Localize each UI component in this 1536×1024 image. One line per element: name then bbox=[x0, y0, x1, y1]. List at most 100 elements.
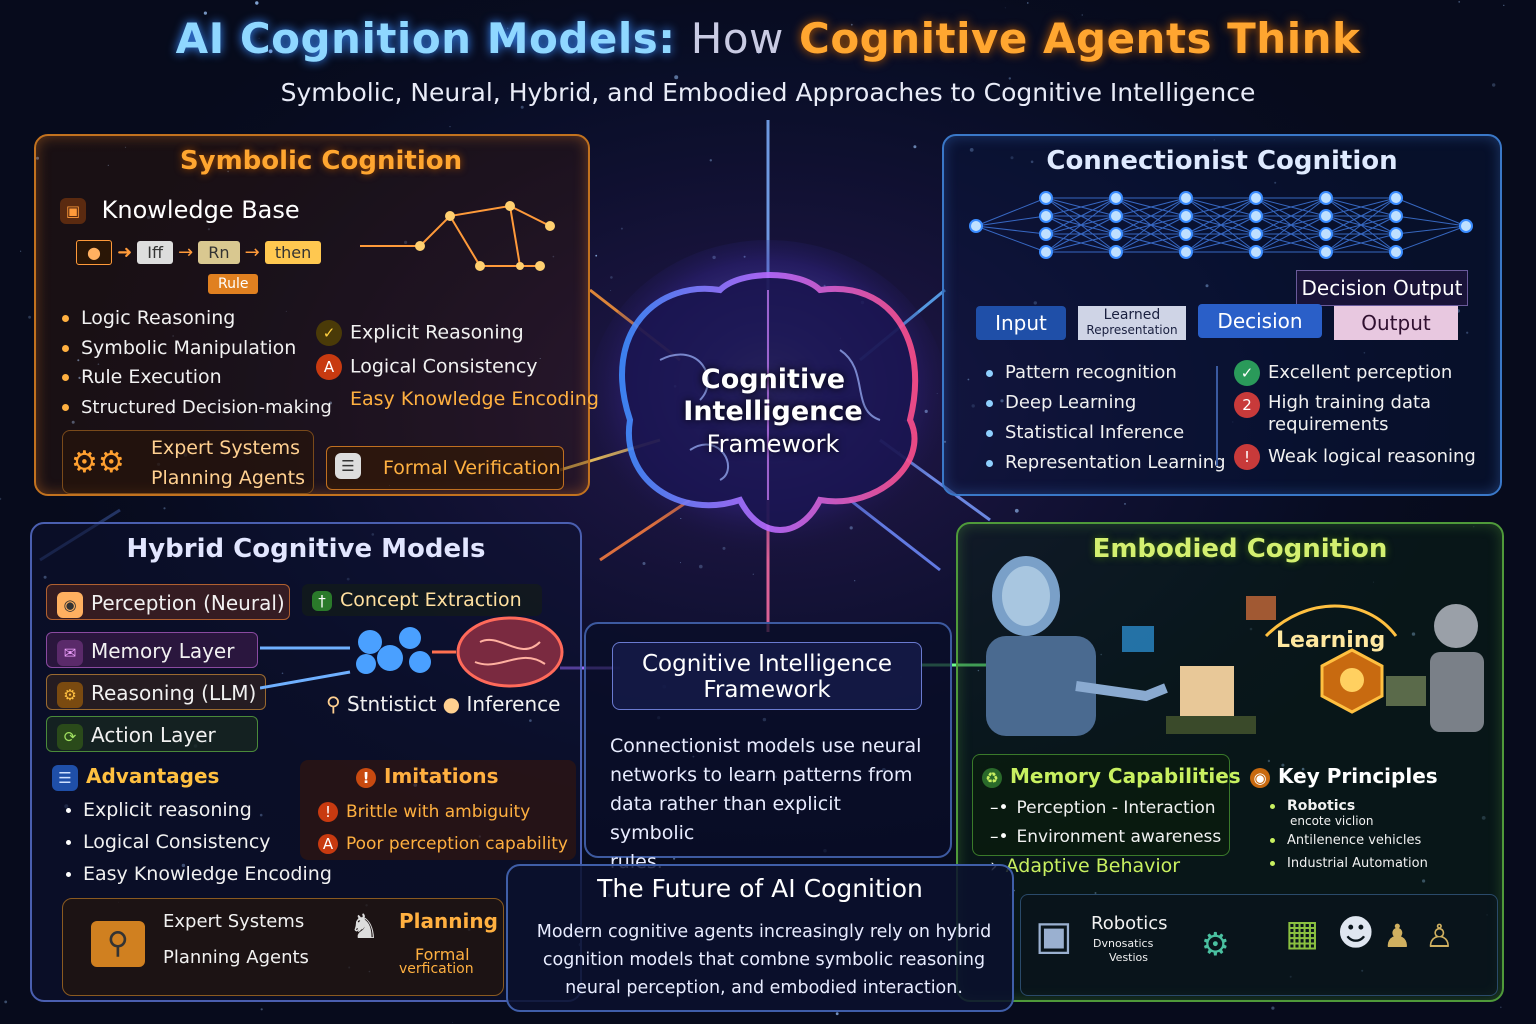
nn-node bbox=[1319, 245, 1333, 259]
list-item: Adaptive Behavior bbox=[1005, 855, 1181, 877]
concept-extraction: †Concept Extraction bbox=[302, 584, 542, 616]
star-dot bbox=[967, 378, 970, 381]
nn-edge bbox=[1185, 233, 1257, 253]
app-expert-systems: Expert Systems bbox=[151, 437, 301, 459]
nn-edge bbox=[1045, 215, 1117, 253]
nn-edge bbox=[1255, 197, 1327, 235]
star-dot bbox=[451, 1022, 453, 1023]
star-dot bbox=[0, 497, 2, 500]
nn-node bbox=[1249, 191, 1263, 205]
list-item: Symbolic Manipulation bbox=[62, 334, 332, 364]
star-dot bbox=[854, 580, 856, 582]
nn-edge bbox=[1115, 197, 1187, 217]
robotics-strip: ▣ Robotics Dvnosatics Vestios ⚙ ▦ ☻ ♟ ♙ bbox=[1020, 894, 1498, 996]
statistic-inference: ⚲ Stntistict ● Inference bbox=[326, 692, 560, 716]
rule-chip-rn: Rn bbox=[198, 241, 240, 264]
star-dot bbox=[1331, 423, 1334, 426]
knowledge-base-label: Knowledge Base bbox=[101, 196, 300, 224]
star-dot bbox=[1000, 399, 1004, 403]
layer-perception: ◉Perception (Neural) bbox=[46, 584, 290, 620]
star-dot bbox=[957, 87, 960, 90]
layer-memory: ✉Memory Layer bbox=[46, 632, 258, 668]
star-dot bbox=[227, 170, 229, 173]
star-dot bbox=[582, 91, 586, 94]
star-dot bbox=[329, 401, 332, 405]
page-title: AI Cognition Models: How Cognitive Agent… bbox=[0, 14, 1536, 63]
principles-heading: ◉Key Principles bbox=[1250, 764, 1438, 788]
nn-node bbox=[1039, 245, 1053, 259]
warning-icon: 2 bbox=[1234, 392, 1260, 418]
advantages-heading: ☰Advantages bbox=[52, 764, 219, 791]
star-dot bbox=[203, 11, 207, 15]
list-item: Structured Decision-making bbox=[62, 393, 332, 423]
divider bbox=[1216, 366, 1218, 466]
app-expert-systems: Expert Systems bbox=[163, 911, 305, 932]
star-dot bbox=[71, 420, 75, 424]
star-dot bbox=[1500, 1006, 1502, 1009]
inference-label: Inference bbox=[466, 692, 561, 716]
star-dot bbox=[674, 75, 679, 80]
warning-icon: A bbox=[318, 834, 338, 854]
nn-node bbox=[1179, 191, 1193, 205]
app-planning-agents: Planning Agents bbox=[151, 467, 306, 489]
star-dot bbox=[507, 27, 509, 29]
gear-icon: ⚙ bbox=[57, 681, 83, 708]
warning-icon: A bbox=[316, 354, 342, 380]
memory-heading: ♻Memory Capabilities bbox=[982, 764, 1241, 788]
star-dot bbox=[1363, 352, 1366, 354]
connectionist-list: Pattern recognition Deep Learning Statis… bbox=[986, 358, 1226, 478]
nn-edge bbox=[1325, 197, 1397, 253]
nn-edge bbox=[975, 225, 1047, 253]
nn-edge bbox=[1185, 197, 1257, 217]
worker-icon: ♟ bbox=[1383, 917, 1412, 955]
nn-node bbox=[1389, 191, 1403, 205]
nn-node bbox=[1179, 227, 1193, 241]
star-dot bbox=[1281, 763, 1285, 767]
star-dot bbox=[539, 358, 541, 359]
star-dot bbox=[969, 148, 974, 152]
symbolic-apps: ⚙⚙ Expert Systems Planning Agents bbox=[62, 430, 314, 494]
nn-edge bbox=[1395, 225, 1467, 253]
nn-edge bbox=[1325, 197, 1397, 217]
principles-list: Robotics encote viclion Antilenence vehi… bbox=[1270, 798, 1490, 874]
star-dot bbox=[709, 159, 712, 162]
hybrid-title: Hybrid Cognitive Models bbox=[126, 534, 486, 564]
star-dot bbox=[1027, 2, 1029, 4]
star-dot bbox=[913, 145, 917, 149]
nn-edge bbox=[975, 225, 1047, 235]
list-item: Excellent perception bbox=[1268, 362, 1453, 383]
symbolic-list: Logic Reasoning Symbolic Manipulation Ru… bbox=[62, 304, 332, 422]
brain-line-3: Framework bbox=[706, 430, 840, 458]
star-dot bbox=[1008, 77, 1011, 80]
star-dot bbox=[163, 507, 166, 510]
nn-edge bbox=[1045, 197, 1117, 235]
title-part-2: How bbox=[690, 14, 784, 63]
star-dot bbox=[77, 359, 80, 362]
list-icon: ☰ bbox=[52, 764, 78, 791]
formal-verification-label: Formal Verification bbox=[383, 457, 561, 479]
list-item: Brittle with ambiguity bbox=[346, 802, 531, 822]
star-dot bbox=[404, 240, 408, 244]
arrow-icon: → bbox=[244, 242, 260, 263]
nn-node bbox=[1459, 219, 1473, 233]
layer-reasoning: ⚙Reasoning (LLM) bbox=[46, 674, 266, 710]
list-item: Logical Consistency bbox=[350, 355, 538, 378]
flow-input: Input bbox=[976, 306, 1066, 340]
rule-chip-iff: Iff bbox=[137, 241, 173, 264]
list-item: Pattern recognition bbox=[986, 358, 1226, 388]
future-box bbox=[506, 864, 1014, 1012]
check-icon: ✓ bbox=[1234, 360, 1260, 386]
warning-icon: ! bbox=[356, 767, 376, 788]
rule-chip: Rule bbox=[208, 274, 259, 294]
neural-network-diagram bbox=[969, 191, 1473, 259]
nn-edge bbox=[1115, 233, 1187, 253]
star-dot bbox=[1213, 139, 1216, 141]
nn-edge bbox=[1115, 197, 1187, 253]
limitations-box bbox=[300, 760, 576, 860]
star-dot bbox=[36, 156, 39, 160]
bulb-icon: ● bbox=[442, 692, 461, 716]
list-item: Explicit reasoning bbox=[66, 794, 332, 826]
